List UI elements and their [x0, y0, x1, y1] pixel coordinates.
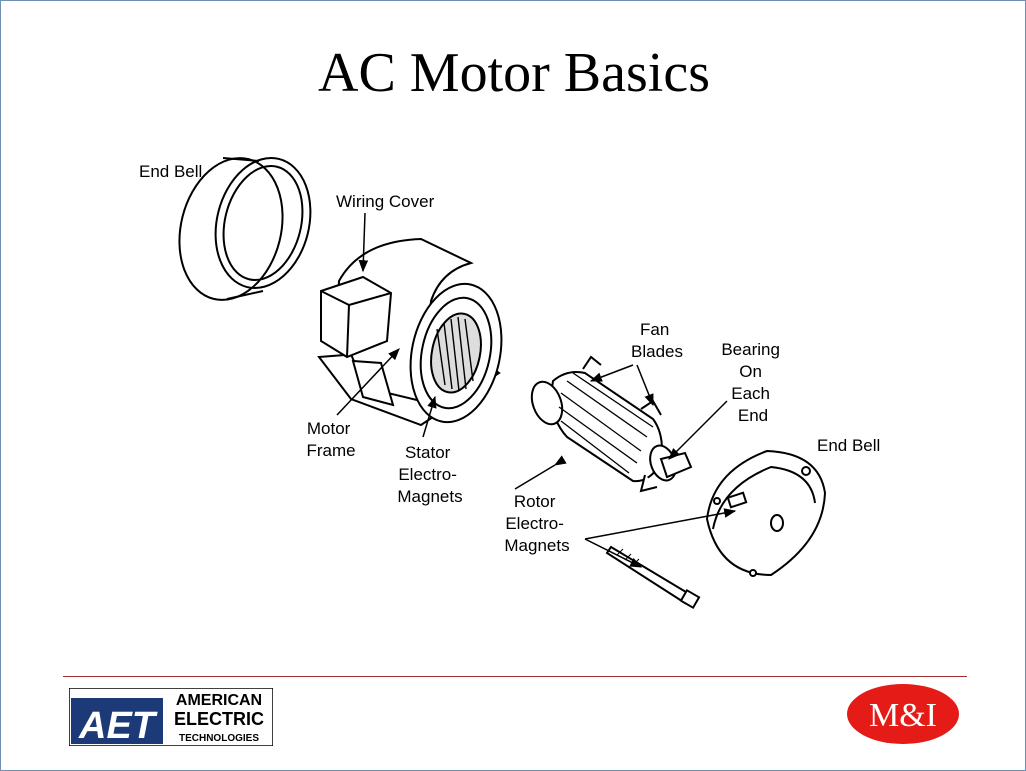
label-end-bell-right: End Bell: [817, 436, 880, 455]
label-wiring-cover: Wiring Cover: [336, 192, 435, 211]
aet-line-2: ELECTRIC: [174, 709, 264, 729]
label-motor-frame: Motor Frame: [306, 419, 355, 460]
leader-arrows: [336, 212, 737, 568]
footer-divider: [63, 676, 967, 677]
mi-text: M&I: [869, 697, 937, 734]
aet-line-3: TECHNOLOGIES: [179, 733, 259, 744]
american-electric-technologies-logo: AET AMERICAN ELECTRIC TECHNOLOGIES: [69, 688, 273, 746]
rotor-drawing: [530, 355, 693, 493]
label-fan-blades: Fan Blades: [631, 320, 683, 361]
label-bearing: Bearing On Each End: [721, 340, 784, 425]
end-bell-left-drawing: [178, 157, 312, 301]
ac-motor-exploded-diagram: End Bell Wiring Cover Motor Frame Stator…: [139, 157, 880, 610]
label-end-bell-left: End Bell: [139, 162, 202, 181]
m-and-i-logo: M&I: [847, 684, 959, 744]
label-rotor: Rotor Electro- Magnets: [504, 492, 569, 555]
motor-frame-drawing: [317, 237, 503, 427]
aet-line-1: AMERICAN: [176, 692, 262, 709]
label-stator: Stator Electro- Magnets: [397, 443, 462, 506]
aet-mark: AET: [78, 705, 158, 746]
rotor-leader: [514, 455, 567, 490]
slide-title: AC Motor Basics: [318, 42, 710, 104]
end-bell-right-drawing: [705, 449, 827, 577]
